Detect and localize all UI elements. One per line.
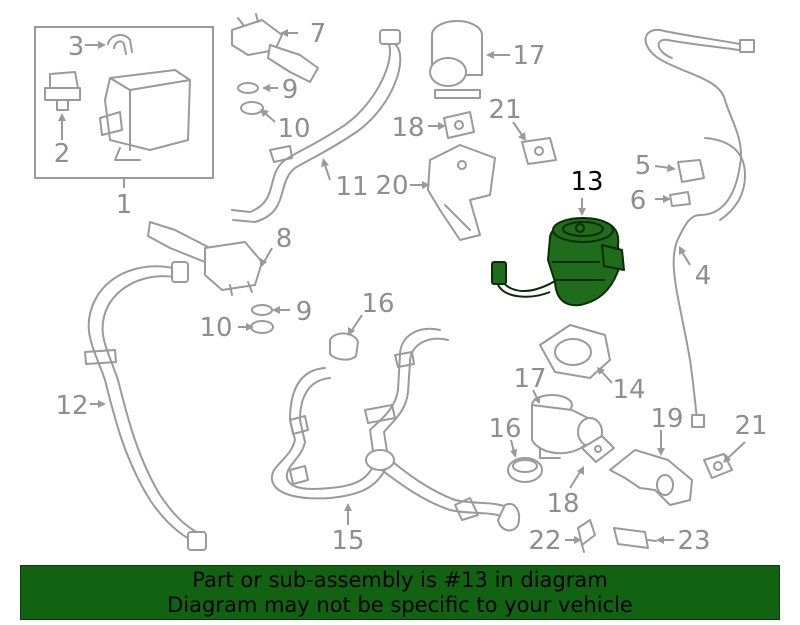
part-17-valve-top [429,20,483,99]
o-rings-middle [250,304,274,334]
label-15: 15 [331,526,364,556]
label-10-top: 10 [277,114,310,144]
label-9-top: 9 [282,75,299,105]
part-20-bracket [427,144,496,241]
label-19: 19 [650,404,683,434]
part-18-gasket-lower [581,435,615,463]
part-4-pipe [644,28,755,428]
label-14: 14 [612,375,645,405]
label-4: 4 [695,261,712,291]
label-8: 8 [276,224,293,254]
part-14-gasket [539,324,611,379]
part-19-bracket [609,449,693,506]
part-13-air-pump-highlighted [491,217,625,307]
label-11: 11 [335,172,368,202]
label-16-lower: 16 [488,414,521,444]
part-8-fitting [147,221,263,296]
label-5: 5 [635,151,652,181]
label-7: 7 [310,19,327,49]
part-1-assembly [34,26,214,188]
o-rings-top [237,82,264,115]
part-12-hose [84,261,207,551]
label-18-top: 18 [391,113,424,143]
banner-line-1: Part or sub-assembly is #13 in diagram [192,568,608,592]
banner-line-2: Diagram may not be specific to your vehi… [167,593,633,617]
part-11-hose [231,29,402,223]
label-1: 1 [116,190,133,220]
label-10-middle: 10 [199,313,232,343]
label-23: 23 [677,526,710,556]
label-21-top: 21 [488,95,521,125]
gaskets-top [443,111,557,165]
label-3: 3 [68,32,85,62]
info-banner: Part or sub-assembly is #13 in diagram D… [20,565,780,620]
clamps-16 [329,332,543,483]
label-13-highlighted: 13 [570,167,603,197]
label-9-middle: 9 [296,297,313,327]
part-7-fitting [231,13,319,83]
label-17-lower: 17 [513,364,546,394]
leader-lines [58,29,746,544]
label-18-lower: 18 [546,489,579,519]
label-16-top: 16 [361,289,394,319]
label-22: 22 [528,526,561,556]
label-21-lower: 21 [734,411,767,441]
label-12: 12 [55,391,88,421]
part-15-hose [270,327,521,532]
label-20: 20 [375,171,408,201]
label-2: 2 [54,139,71,169]
label-17-top: 17 [512,41,545,71]
label-6: 6 [630,186,647,216]
part-17-valve-lower [531,394,603,459]
callout-labels: 1 2 3 7 9 10 11 17 18 21 20 13 5 6 4 8 9… [54,19,768,556]
sensors-22-23 [577,519,657,553]
